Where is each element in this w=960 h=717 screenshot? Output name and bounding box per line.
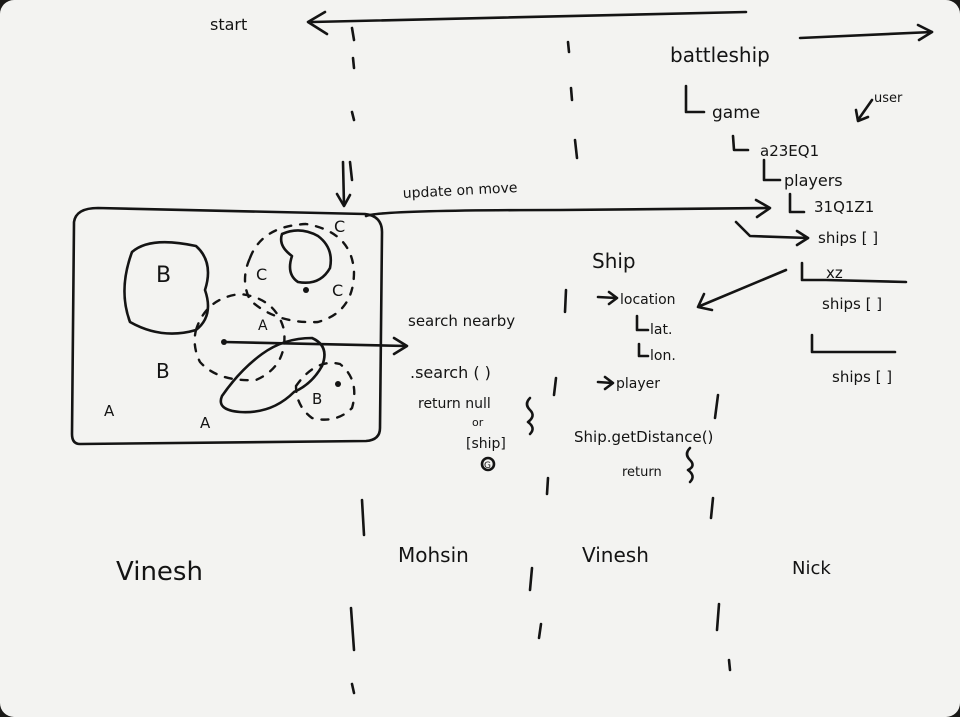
player-arrow (596, 375, 615, 391)
region-b-top (123, 240, 210, 335)
update-label: update on move (402, 180, 517, 202)
label-c-right: C (332, 281, 343, 300)
label-a-mid: A (258, 318, 268, 334)
tree-ships-1: ships [ ] (818, 229, 878, 247)
column-divider-3 (709, 393, 732, 672)
tree-game-id: a23EQ1 (760, 142, 819, 160)
owner-col-4: Nick (792, 558, 831, 579)
tree-game: game (712, 103, 760, 123)
map-box (70, 206, 384, 446)
map-point-c (303, 287, 309, 293)
start-label: start (210, 15, 247, 34)
label-c-top: C (334, 217, 345, 236)
ship-method-returns: return (622, 465, 662, 480)
ship-tree-lon (637, 342, 650, 358)
ship-player: player (616, 376, 660, 392)
label-b-left: B (156, 359, 170, 383)
label-a-bottom: A (200, 414, 211, 432)
owner-col-1: Vinesh (116, 557, 203, 587)
owner-col-2: Mohsin (398, 543, 469, 567)
column-divider-1 (348, 26, 366, 695)
label-b-top: B (156, 263, 171, 288)
down-arrow-to-c (335, 160, 352, 208)
location-arrow (596, 290, 619, 306)
ship-location: location (620, 292, 676, 308)
search-call: .search ( ) (410, 363, 491, 382)
label-c-mid: C (256, 265, 267, 284)
search-circle (480, 456, 496, 472)
search-title: search nearby (408, 312, 515, 330)
tree-lines (684, 84, 908, 354)
tree-player1-id: 31Q1Z1 (814, 198, 874, 216)
timeline-arrow-right (798, 23, 934, 42)
ship-title: Ship (592, 249, 636, 273)
region-b-bottom (294, 361, 356, 421)
label-b-bottom: B (312, 390, 322, 408)
column-divider-2 (528, 40, 579, 640)
player-link-arrow (696, 268, 788, 312)
search-returns: return null (418, 396, 491, 412)
search-circle-mark: G (484, 461, 491, 471)
search-arrow (222, 336, 409, 356)
ship-tree-lat (635, 314, 650, 332)
search-or: or (472, 416, 484, 429)
tree-ships-2: ships [ ] (822, 295, 882, 313)
timeline-arrow-left (306, 10, 748, 36)
user-arrow (854, 98, 874, 123)
tree-user: user (874, 91, 903, 106)
region-a-solid (219, 336, 326, 414)
update-on-move-arrow (364, 198, 772, 219)
search-ship-array: [ship] (466, 436, 506, 452)
search-brace (525, 396, 534, 436)
owner-col-3: Vinesh (582, 543, 649, 567)
ship-lon: lon. (650, 348, 676, 364)
tree-ships-3: ships [ ] (832, 368, 892, 386)
ship-method: Ship.getDistance() (574, 428, 713, 446)
map-point-b (335, 381, 341, 387)
ship-brace (685, 446, 694, 484)
ship-lat: lat. (650, 322, 672, 338)
region-a-radius (193, 292, 286, 382)
tree-players: players (784, 171, 843, 190)
label-a-left: A (104, 402, 115, 420)
region-c-solid (279, 229, 333, 284)
ships-arrow (734, 220, 810, 247)
project-title: battleship (670, 43, 770, 67)
tree-player2-id: xz (826, 264, 843, 282)
